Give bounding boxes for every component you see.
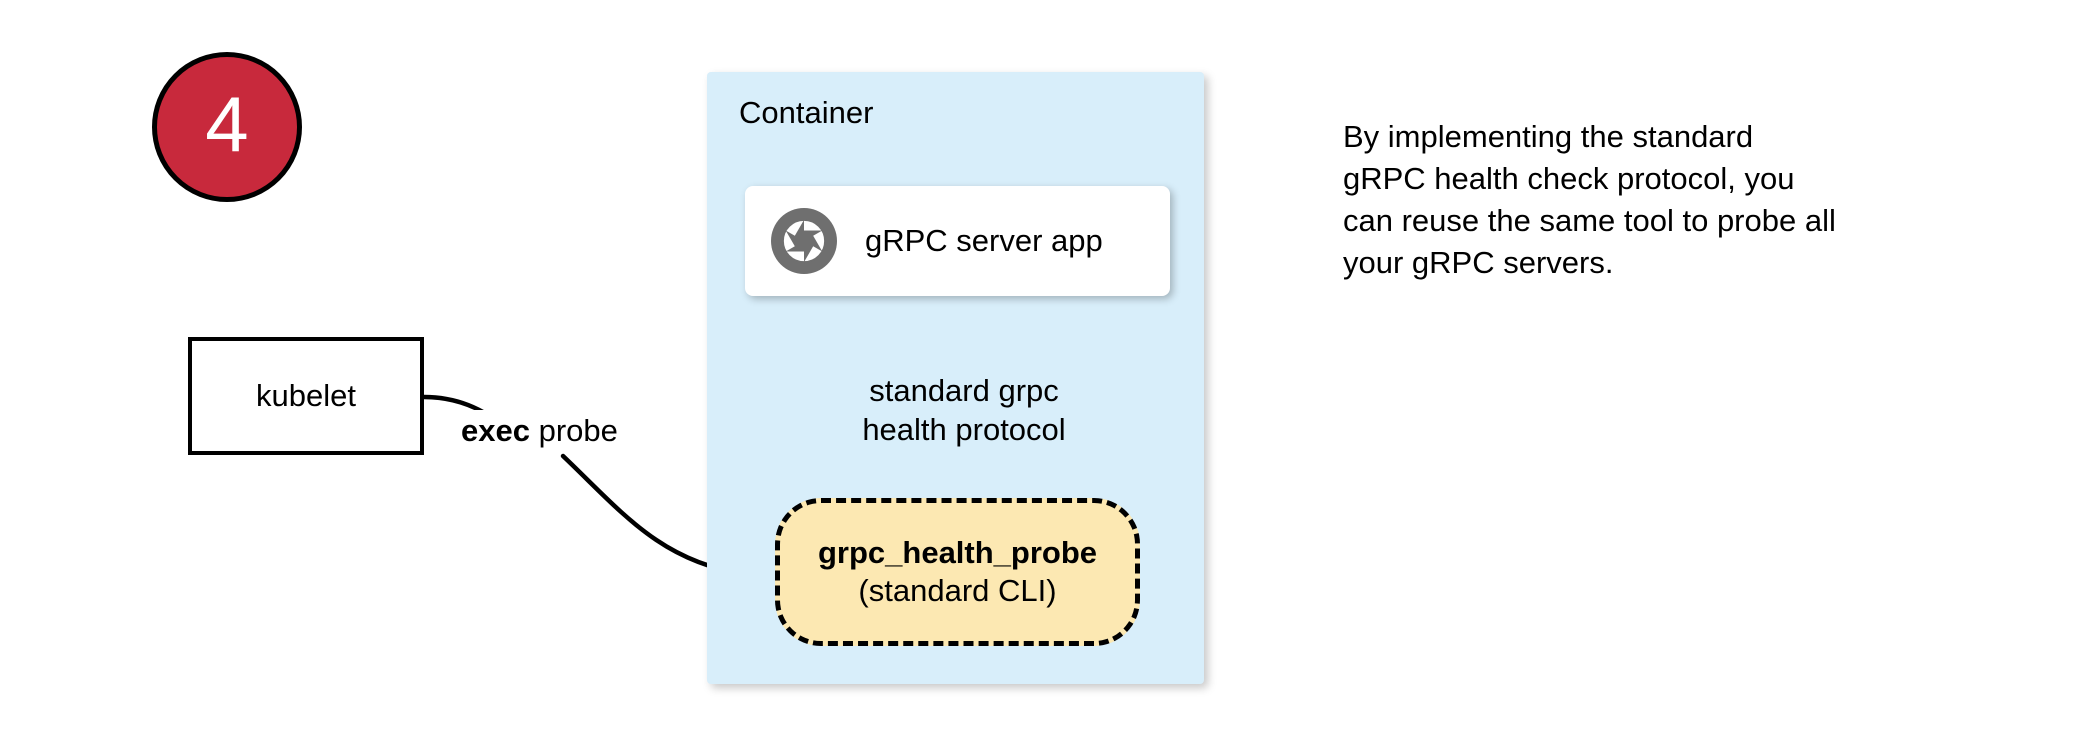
step-number-badge: 4 xyxy=(152,52,302,202)
grpc-aperture-icon xyxy=(771,208,837,274)
health-protocol-edge-label: standard grpc health protocol xyxy=(845,370,1083,452)
caption-text: By implementing the standard gRPC health… xyxy=(1343,116,1943,285)
caption-line-4: your gRPC servers. xyxy=(1343,245,1614,281)
caption-line-3: can reuse the same tool to probe all xyxy=(1343,203,1836,239)
exec-probe-edge-label: exec probe xyxy=(455,410,624,452)
exec-probe-bold-text: exec xyxy=(461,413,530,448)
kubelet-label: kubelet xyxy=(256,378,356,414)
health-protocol-line-2: health protocol xyxy=(862,411,1066,447)
grpc-health-probe-subtitle: (standard CLI) xyxy=(858,573,1057,608)
step-number-text: 4 xyxy=(205,80,249,168)
kubelet-box: kubelet xyxy=(188,337,424,455)
exec-probe-rest-text: probe xyxy=(529,413,618,448)
health-protocol-line-1: standard grpc xyxy=(869,373,1059,408)
container-label: Container xyxy=(739,95,874,130)
grpc-health-probe-node: grpc_health_probe (standard CLI) xyxy=(775,498,1140,646)
caption-line-1: By implementing the standard xyxy=(1343,119,1754,154)
grpc-server-app-card: gRPC server app xyxy=(745,186,1170,296)
grpc-server-app-label: gRPC server app xyxy=(865,223,1103,259)
grpc-health-probe-title: grpc_health_probe xyxy=(817,535,1098,571)
caption-line-2: gRPC health check protocol, you xyxy=(1343,161,1795,197)
